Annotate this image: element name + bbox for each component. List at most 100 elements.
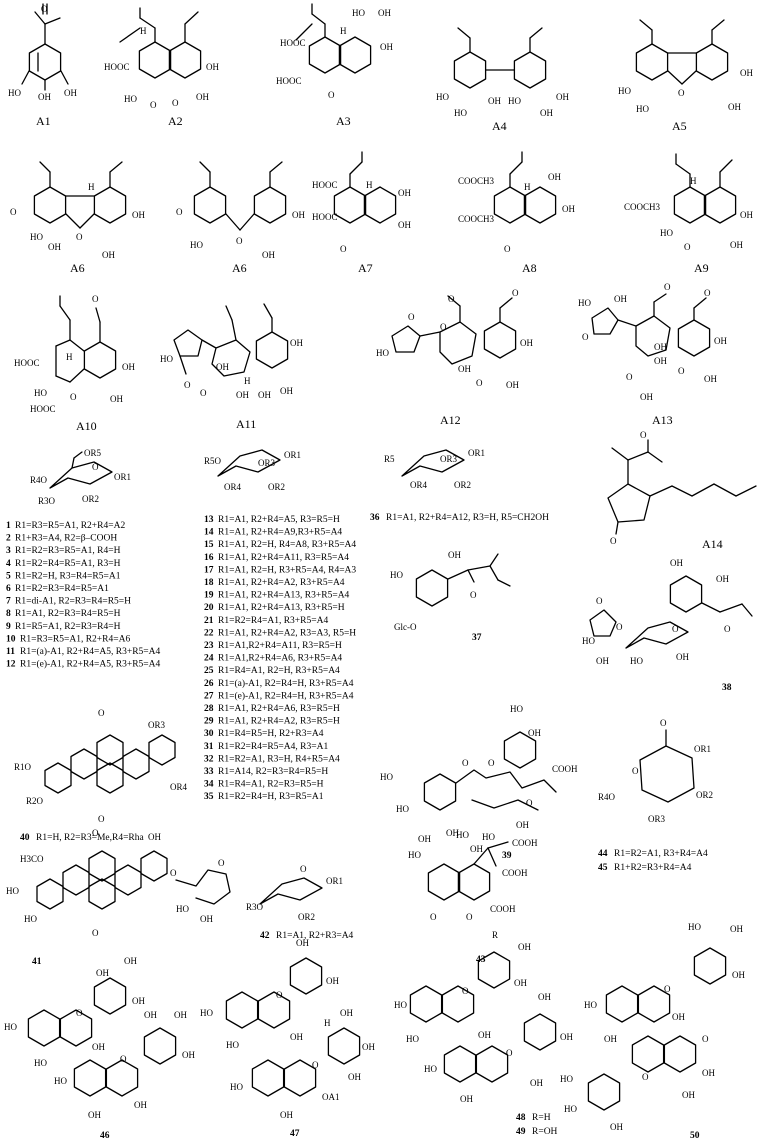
substituent-pattern: R1=R2=R3=R5=A1, R4=H: [15, 546, 121, 556]
atom-O: O: [616, 622, 623, 632]
structure-46: OH OH OH HO HO O OH OH OH OH HO O OH OH …: [4, 956, 195, 1141]
atom-O: O: [92, 828, 99, 838]
atom-OH: OH: [378, 8, 391, 18]
compound-label-47: 47: [290, 1129, 300, 1139]
atom-O: O: [150, 100, 157, 110]
atom-OH: OH: [88, 1110, 101, 1120]
atom-H: H: [366, 180, 373, 190]
entry-40-substituents: R1=H, R2=R3=Me,R4=Rha: [36, 833, 145, 843]
compound-number: 10: [6, 634, 16, 644]
atom-OH: OH: [122, 362, 135, 372]
atom-HO: HO: [436, 92, 449, 102]
atom-HO: HO: [564, 1104, 577, 1114]
substituent-pattern: R1=A1, R2+R4=A5, R3=R5=H: [218, 515, 340, 525]
atom-OH: OH: [654, 356, 667, 366]
substituent-pattern: R1=A1, R2+R4=A6, R3=R5=H: [218, 704, 340, 714]
substituent-pattern: R1=(e)-A1, R2=R4=H, R3+R5=A4: [218, 690, 354, 701]
atom-HOOC: HOOC: [14, 358, 40, 368]
atom-O: O: [626, 372, 633, 382]
atom-OH: OH: [732, 970, 745, 980]
atom-OR2: OR2: [268, 482, 285, 492]
atom-O: O: [98, 708, 105, 718]
atom-O: O: [408, 312, 415, 322]
atom-OA1: OA1: [322, 1092, 340, 1102]
compound-number: 11: [6, 647, 15, 657]
compound-number: 2: [6, 534, 11, 544]
compound-label-A14: A14: [702, 537, 723, 551]
structure-A8: COOCH3 COOCH3 H OH OH O A8: [458, 151, 575, 275]
atom-O: O: [684, 242, 691, 252]
atom-HO: HO: [124, 94, 137, 104]
compound-number: 5: [6, 571, 11, 581]
atom-OR3: OR3: [258, 458, 276, 468]
compound-number: 21: [204, 616, 214, 626]
atom-HO: HO: [380, 772, 393, 782]
substituent-pattern: R1=A1, R2=R3=R4=R5=H: [15, 609, 121, 619]
atom-HO: HO: [510, 704, 523, 714]
substituent-pattern: R1=R2=R4=R5=A1, R3=H: [15, 559, 121, 569]
compound-number: 8: [6, 609, 11, 619]
atom-O: O: [488, 758, 495, 768]
atom-OH: OH: [48, 242, 61, 252]
atom-HO: HO: [190, 240, 203, 250]
atom-O: O: [218, 858, 225, 868]
atom-HOOC: HOOC: [30, 404, 56, 414]
atom-OR2: OR2: [298, 912, 315, 922]
atom-HO: HO: [34, 388, 47, 398]
atom-OH: OH: [110, 394, 123, 404]
structure-50: HO OH OH HO OH O OH O OH O OH HO HO OH 5…: [560, 922, 745, 1141]
atom-HO: HO: [30, 232, 43, 242]
compound-number: 9: [6, 622, 11, 632]
structure-43: HO OH OH COOH COOH COOH O O 43: [408, 828, 538, 965]
atom-HO: HO: [6, 886, 19, 896]
atom-H: H: [88, 182, 95, 192]
atom-OH: OH: [548, 172, 561, 182]
atom-OH: OH: [528, 728, 541, 738]
atom-O: O: [10, 207, 17, 217]
substituent-pattern: R1=A1, R2+R4=A2, R3=A3, R5=H: [218, 628, 356, 638]
atom-OH: OH: [296, 938, 309, 948]
substituent-pattern: R1=R2=A1, R3=H, R4+R5=A4: [218, 754, 340, 764]
atom-R1O: R1O: [14, 762, 32, 772]
atom-H: H: [690, 176, 697, 186]
substituent-pattern: R1=R4=A1, R2=H, R3+R5=A4: [218, 666, 340, 676]
atom-OH: OH: [560, 1032, 573, 1042]
structure-glucose-core-2: R5O OR3 OR1 OR4 OR2: [204, 449, 301, 492]
atom-OH: OH: [610, 1122, 623, 1132]
compound-number: 6: [6, 584, 11, 594]
compound-label-37: 37: [472, 633, 482, 643]
entry-36-substituents: R1=A1, R2+R4=A12, R3=H, R5=CH2OH: [386, 513, 549, 523]
compound-number: 20: [204, 603, 214, 613]
atom-HO: HO: [160, 354, 173, 364]
atom-OR4: OR4: [170, 782, 188, 792]
atom-O: O: [678, 366, 685, 376]
compound-label-A11: A11: [236, 417, 256, 431]
atom-OH: OH: [520, 338, 533, 348]
atom-H: H: [340, 26, 347, 36]
compound-number: 31: [204, 742, 214, 752]
atom-HO: HO: [636, 104, 649, 114]
atom-OH: OH: [702, 1068, 715, 1078]
atom-O: O: [98, 814, 105, 824]
compound-label-46: 46: [100, 1131, 110, 1141]
atom-O: O: [176, 207, 183, 217]
substituent-pattern: R1=R3=R5=A1, R2+R4=A6: [20, 634, 130, 644]
compound-number: 29: [204, 717, 214, 727]
atom-OH: OH: [460, 1094, 473, 1104]
structure-37: HO OH O Glc-O 37: [390, 550, 511, 643]
atom-OH: OH: [92, 1042, 105, 1052]
atom-OH: OH: [38, 92, 51, 102]
atom-HO: HO: [618, 86, 631, 96]
atom-OH: OH: [478, 1030, 491, 1040]
atom-OH: OH: [132, 996, 145, 1006]
entry-42-substituents: R1=A1, R2+R3=A4: [276, 931, 354, 941]
atom-R5O: R5O: [204, 456, 222, 466]
atom-OH: OH: [730, 240, 743, 250]
atom-H: H: [244, 376, 251, 386]
atom-COOCH3: COOCH3: [458, 176, 495, 186]
atom-OH: OH: [446, 828, 459, 838]
atom-HOOC: HOOC: [276, 76, 302, 86]
compound-number: 12: [6, 660, 16, 670]
atom-OR2: OR2: [82, 494, 99, 504]
